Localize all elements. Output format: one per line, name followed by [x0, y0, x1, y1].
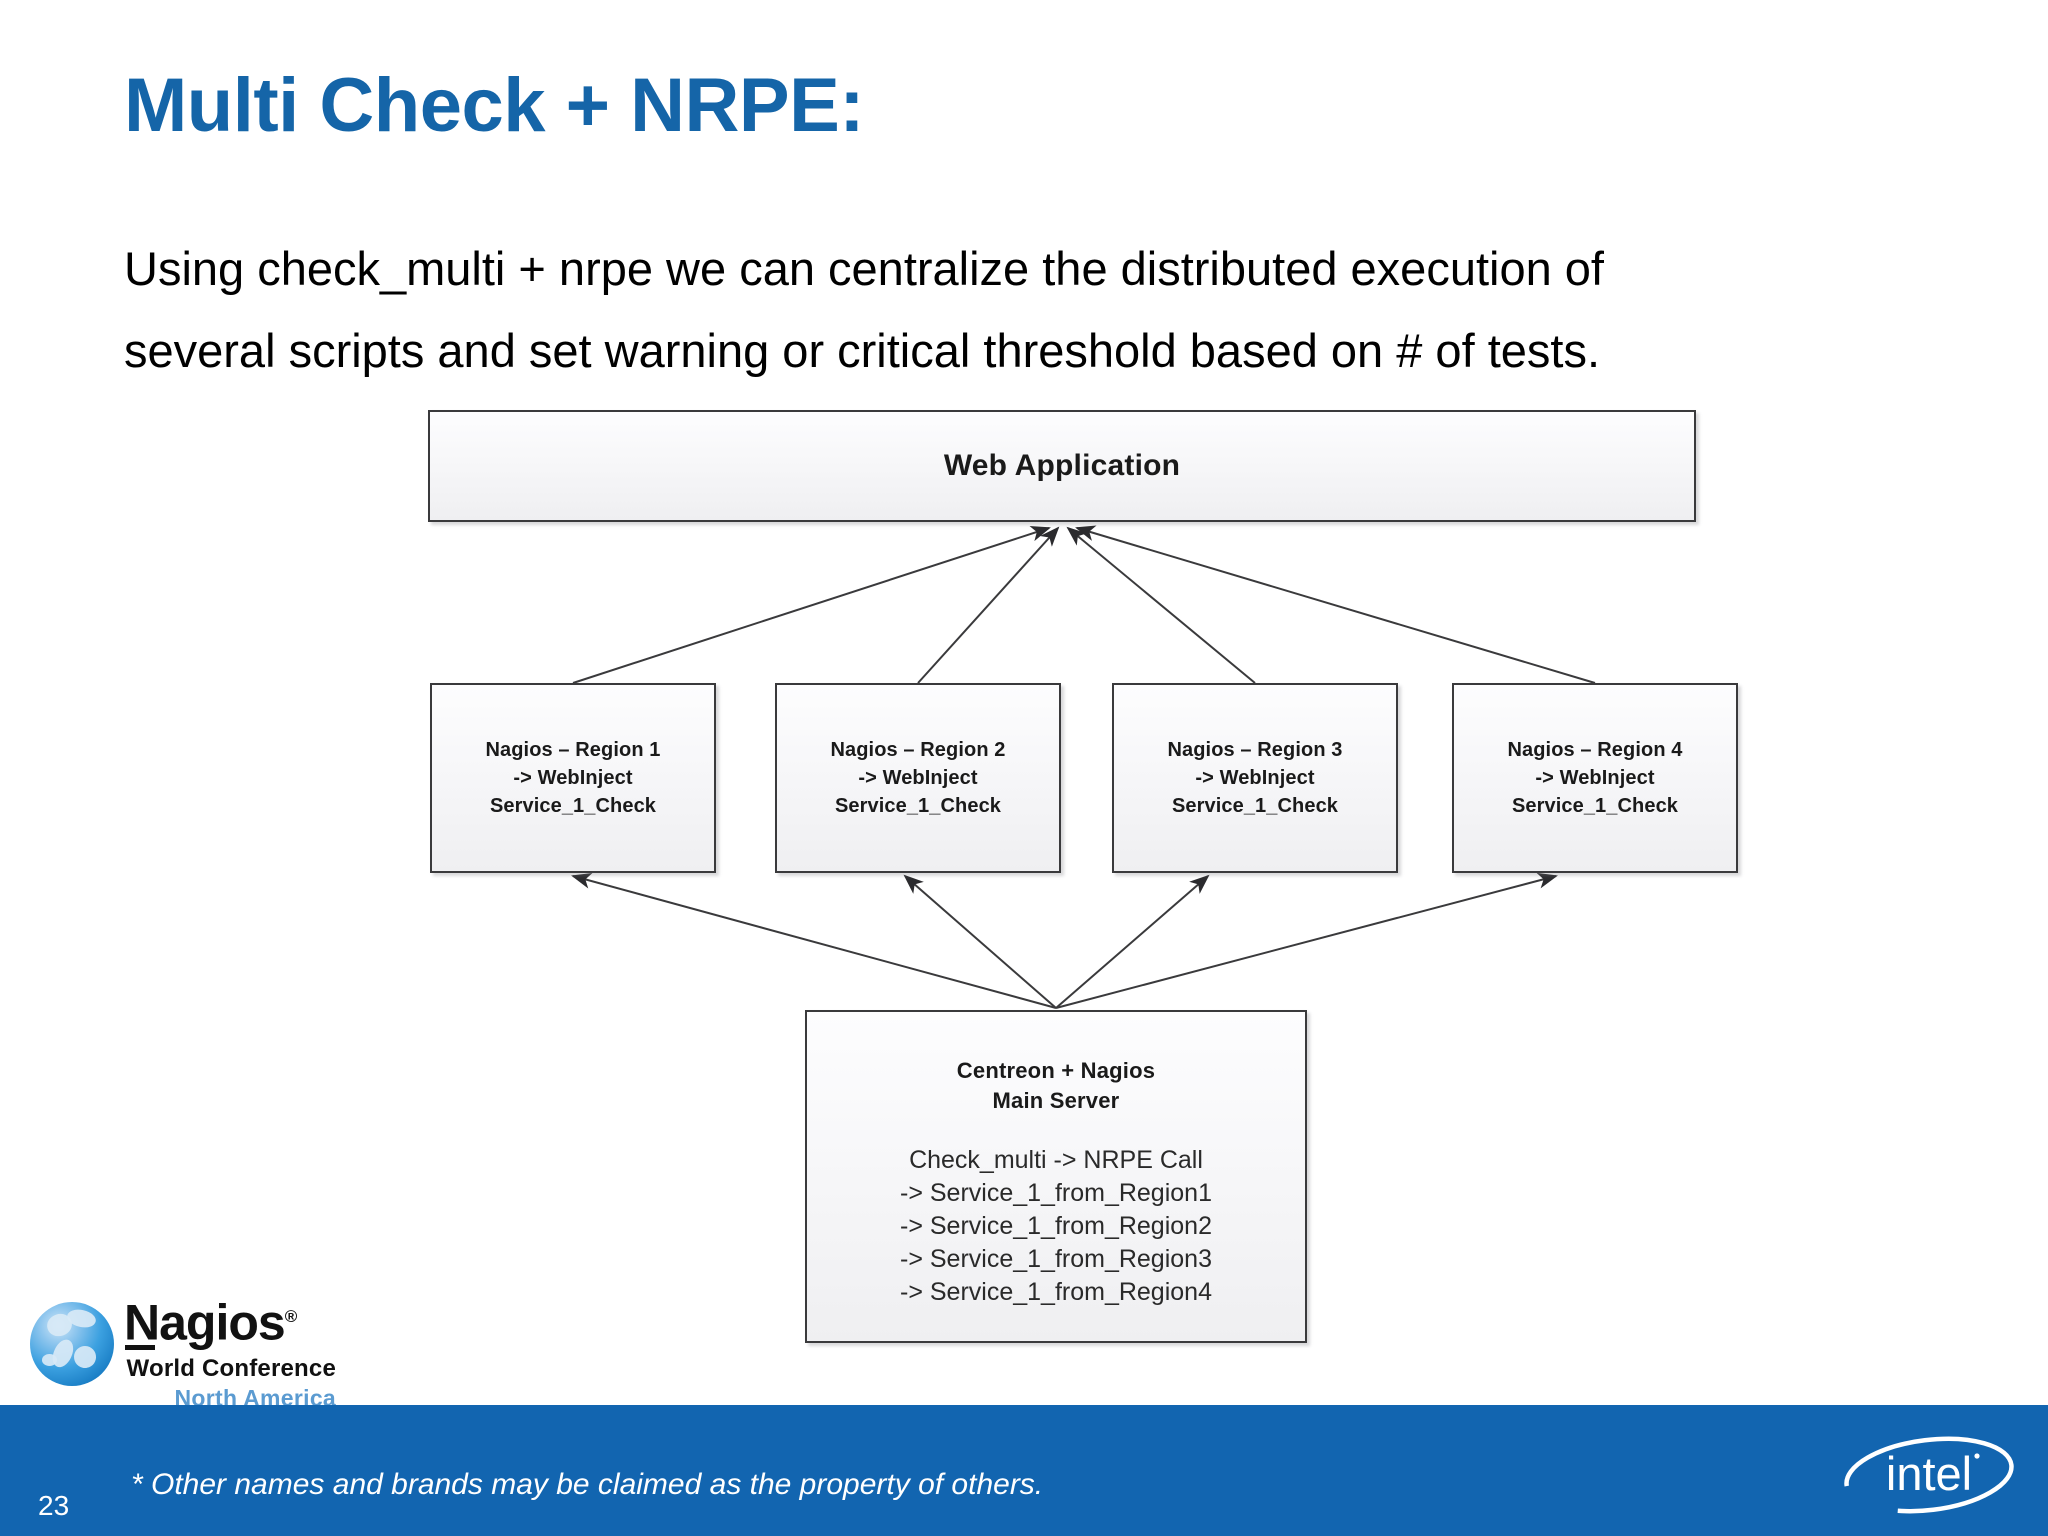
node-web-application-label: Web Application: [943, 449, 1181, 482]
body-line-1: Using check_multi + nrpe we can centrali…: [124, 242, 1604, 295]
arrows-regions-to-webapp: [572, 525, 1596, 684]
logo-nagios-label: Nagios: [124, 1294, 286, 1351]
node-nagios-region-2[interactable]: Nagios – Region 2 -> WebInject Service_1…: [775, 683, 1061, 873]
main-server-heading-line-2: Main Server: [992, 1088, 1120, 1113]
node-region-1-check: -> WebInject Service_1_Check: [489, 767, 657, 817]
main-server-list-item: -> Service_1_from_Region2: [900, 1212, 1212, 1240]
main-server-list-item: Check_multi -> NRPE Call: [909, 1146, 1203, 1174]
main-server-list-item: -> Service_1_from_Region1: [900, 1179, 1212, 1207]
node-region-3-name: Nagios – Region 3: [1167, 739, 1343, 761]
node-nagios-region-3[interactable]: Nagios – Region 3 -> WebInject Service_1…: [1112, 683, 1398, 873]
page-title: Multi Check + NRPE:: [124, 63, 865, 148]
node-nagios-region-4[interactable]: Nagios – Region 4 -> WebInject Service_1…: [1452, 683, 1738, 873]
page-number: 23: [38, 1490, 70, 1521]
registered-trademark-icon: ®: [284, 1307, 297, 1326]
logo-world-conference-label: World Conference: [126, 1354, 336, 1382]
footer-bar: [0, 1405, 2048, 1536]
node-region-2-name: Nagios – Region 2: [830, 739, 1006, 761]
node-nagios-region-1[interactable]: Nagios – Region 1 -> WebInject Service_1…: [430, 683, 716, 873]
main-server-service-list: Check_multi -> NRPE Call -> Service_1_fr…: [900, 1144, 1212, 1309]
main-server-list-item: -> Service_1_from_Region3: [900, 1245, 1212, 1273]
node-region-4-check: -> WebInject Service_1_Check: [1511, 767, 1679, 817]
main-server-heading: Centreon + Nagios Main Server: [957, 1056, 1155, 1116]
body-line-2: several scripts and set warning or criti…: [124, 324, 1601, 377]
node-region-4-name: Nagios – Region 4: [1507, 739, 1683, 761]
arrows-mainserver-to-regions: [571, 872, 1558, 1009]
intel-wordmark: intel: [1886, 1447, 1972, 1500]
node-centreon-main-server[interactable]: Centreon + Nagios Main Server Check_mult…: [805, 1010, 1307, 1343]
globe-icon: [30, 1302, 114, 1386]
node-region-2-check: -> WebInject Service_1_Check: [834, 767, 1002, 817]
main-server-list-item: -> Service_1_from_Region4: [900, 1278, 1212, 1306]
main-server-heading-line-1: Centreon + Nagios: [956, 1058, 1156, 1083]
logo-nagios-text: Nagios®: [124, 1292, 297, 1351]
body-paragraph: Using check_multi + nrpe we can centrali…: [124, 228, 1954, 392]
intel-logo: intel: [1844, 1436, 2014, 1514]
logo-wordmark: Nagios® World Conference North America: [124, 1292, 336, 1412]
node-web-application[interactable]: Web Application: [428, 410, 1696, 522]
node-region-1-name: Nagios – Region 1: [485, 739, 661, 761]
footer-disclaimer: * Other names and brands may be claimed …: [131, 1468, 1044, 1501]
nagios-world-conference-logo: Nagios® World Conference North America: [28, 1292, 338, 1411]
node-region-3-check: -> WebInject Service_1_Check: [1171, 767, 1339, 817]
